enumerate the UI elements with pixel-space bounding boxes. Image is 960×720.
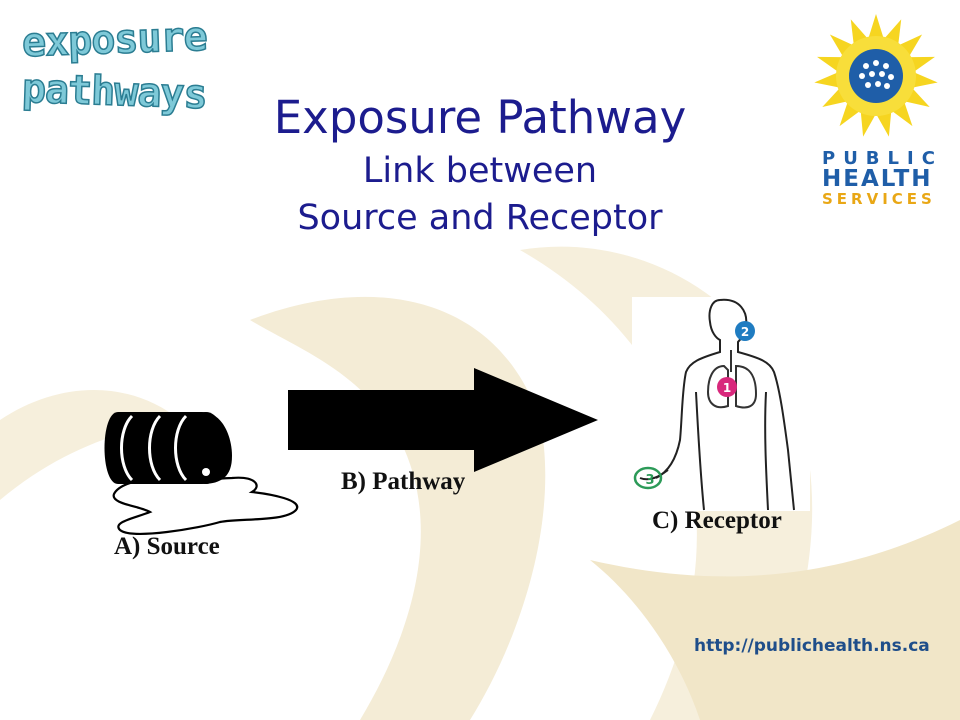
sun-people-icon [814, 14, 938, 137]
public-health-services-logo [800, 14, 952, 214]
title-sub-line1: Link between [362, 151, 598, 191]
phs-services-text: SERVICES [822, 190, 936, 208]
slide-title: Exposure Pathway Link between Source and… [200, 88, 760, 242]
phs-health-text: HEALTH [822, 166, 933, 192]
source-label: A) Source [114, 533, 220, 560]
marker-3: 3 [645, 473, 654, 488]
marker-1: 1 [723, 381, 731, 395]
right-arrow-icon [288, 368, 598, 472]
footer-url[interactable]: http://publichealth.ns.ca [694, 636, 930, 656]
spilled-barrel-icon [104, 412, 299, 535]
title-sub-line2: Source and Receptor [297, 198, 663, 238]
marker-2: 2 [741, 325, 749, 339]
human-body-icon: 1 2 3 [632, 297, 810, 511]
receptor-label: C) Receptor [652, 507, 782, 534]
title-main: Exposure Pathway [273, 91, 687, 144]
phs-public-text: PUBLIC [822, 148, 943, 169]
pathway-label: B) Pathway [341, 468, 466, 495]
